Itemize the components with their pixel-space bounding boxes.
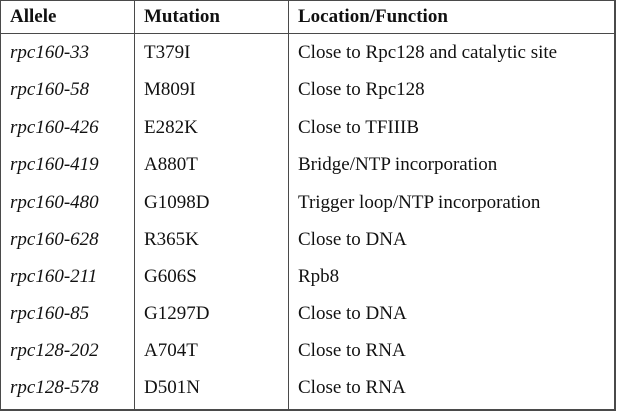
mutation-cell: T379I bbox=[144, 42, 191, 63]
location-cell: Close to RNA bbox=[298, 377, 406, 398]
location-cell: Close to RNA bbox=[298, 340, 406, 361]
allele-cell: rpc160-58 bbox=[10, 79, 90, 100]
allele-cell: rpc160-628 bbox=[10, 229, 99, 250]
mutation-cell: A704T bbox=[144, 340, 198, 361]
mutation-cell: E282K bbox=[144, 117, 198, 138]
table-header-row: Allele Mutation Location/Function bbox=[1, 1, 614, 34]
allele-cell: rpc160-426 bbox=[10, 117, 99, 138]
location-cell: Close to TFIIIB bbox=[298, 117, 420, 138]
mutation-cell: G1098D bbox=[144, 192, 210, 213]
location-cell: Close to DNA bbox=[298, 229, 407, 250]
mutation-cell: R365K bbox=[144, 229, 199, 250]
allele-cell: rpc160-211 bbox=[10, 266, 98, 287]
mutation-cell: D501N bbox=[144, 377, 200, 398]
allele-cell: rpc160-480 bbox=[10, 192, 99, 213]
allele-cell: rpc160-419 bbox=[10, 154, 99, 175]
mutation-cell: G606S bbox=[144, 266, 197, 287]
location-cell: Trigger loop/NTP incorporation bbox=[298, 192, 541, 213]
mutation-cell: M809I bbox=[144, 79, 196, 100]
location-cell: Close to DNA bbox=[298, 303, 407, 324]
allele-cell: rpc128-578 bbox=[10, 377, 99, 398]
mutation-cell: A880T bbox=[144, 154, 198, 175]
location-cell: Rpb8 bbox=[298, 266, 340, 287]
location-cell: Close to Rpc128 bbox=[298, 79, 425, 100]
header-allele: Allele bbox=[10, 6, 57, 27]
location-cell: Close to Rpc128 and catalytic site bbox=[298, 42, 558, 63]
header-mutation: Mutation bbox=[144, 6, 220, 27]
allele-cell: rpc128-202 bbox=[10, 340, 99, 361]
location-cell: Bridge/NTP incorporation bbox=[298, 154, 498, 175]
column-divider-1 bbox=[134, 1, 135, 409]
header-location-function: Location/Function bbox=[298, 6, 448, 27]
mutation-cell: G1297D bbox=[144, 303, 210, 324]
allele-cell: rpc160-33 bbox=[10, 42, 90, 63]
column-divider-2 bbox=[288, 1, 289, 409]
allele-cell: rpc160-85 bbox=[10, 303, 90, 324]
